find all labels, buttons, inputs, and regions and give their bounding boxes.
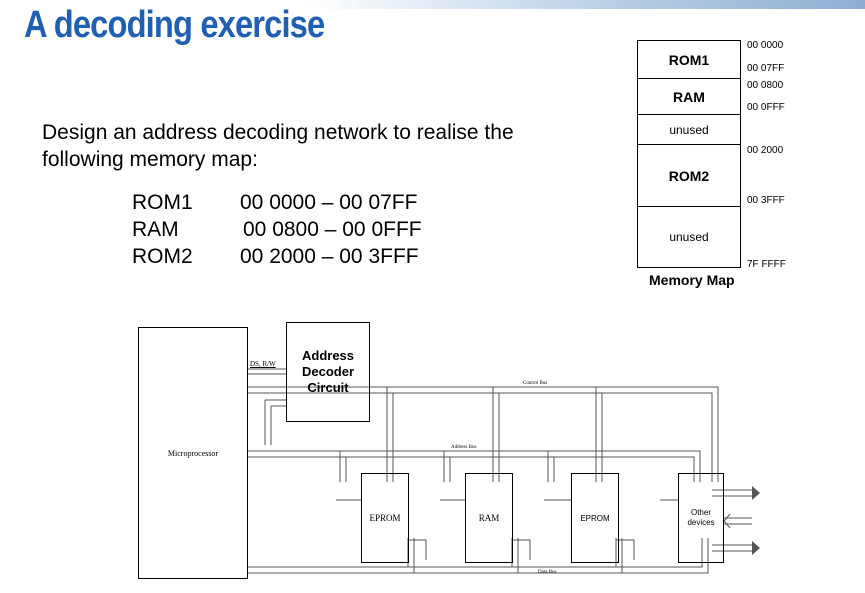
decoder-signal-label: DS, R/W <box>250 360 276 368</box>
other-label-1: Other <box>690 508 711 517</box>
memory-segment-rom2: ROM2 <box>638 145 740 207</box>
address-bus-label: Address Bus <box>451 445 477 450</box>
other-devices-block: Other devices <box>678 473 724 563</box>
description-line-2: following memory map: <box>42 148 258 171</box>
memory-address: 00 07FF <box>747 63 785 74</box>
range-value: 00 0000 – 00 07FF <box>240 191 418 214</box>
slide-title: A decoding exercise <box>24 4 325 46</box>
control-bus-line <box>247 386 719 482</box>
range-value: 00 0800 – 00 0FFF <box>243 218 422 241</box>
memory-address: 00 0FFF <box>747 102 785 113</box>
memory-segment-rom1: ROM1 <box>638 41 740 79</box>
range-name: RAM <box>132 218 179 241</box>
memory-segment-ram: RAM <box>638 79 740 115</box>
control-bus-label: Control Bus <box>523 381 548 386</box>
address-bus-line <box>247 450 701 482</box>
other-label-2: devices <box>687 518 715 527</box>
memory-address: 00 0800 <box>747 80 784 91</box>
memory-address: 7F FFFF <box>747 259 786 270</box>
eprom-chip-block: EPROM <box>361 473 409 563</box>
slide-description: Design an address decoding network to re… <box>42 119 514 173</box>
memory-address: 00 3FFF <box>747 195 785 206</box>
ram-chip-block: RAM <box>465 473 513 563</box>
decoder-label-1: Address <box>301 348 355 363</box>
address-decoder-block: Address Decoder Circuit <box>286 322 370 422</box>
data-bus-label: Data Bus <box>538 570 557 575</box>
memory-segment-unused: unused <box>638 115 740 145</box>
eprom-chip-block: EPROM <box>571 473 619 563</box>
memory-segment-unused: unused <box>669 230 709 244</box>
header-gradient-bar <box>0 0 865 9</box>
memory-address: 00 0000 <box>747 40 784 51</box>
memory-address: 00 2000 <box>747 145 784 156</box>
range-value: 00 2000 – 00 3FFF <box>240 245 419 268</box>
data-bus-line <box>247 538 703 568</box>
decoder-label-3: Circuit <box>307 380 349 395</box>
range-name: ROM2 <box>132 245 193 268</box>
description-line-1: Design an address decoding network to re… <box>42 121 514 144</box>
range-name: ROM1 <box>132 191 193 214</box>
memory-map: ROM1 RAM unused ROM2 unused <box>637 40 741 268</box>
memory-map-label: Memory Map <box>649 272 735 288</box>
decoder-label-2: Decoder <box>301 364 355 379</box>
microprocessor-block: Microprocessor <box>138 327 248 579</box>
